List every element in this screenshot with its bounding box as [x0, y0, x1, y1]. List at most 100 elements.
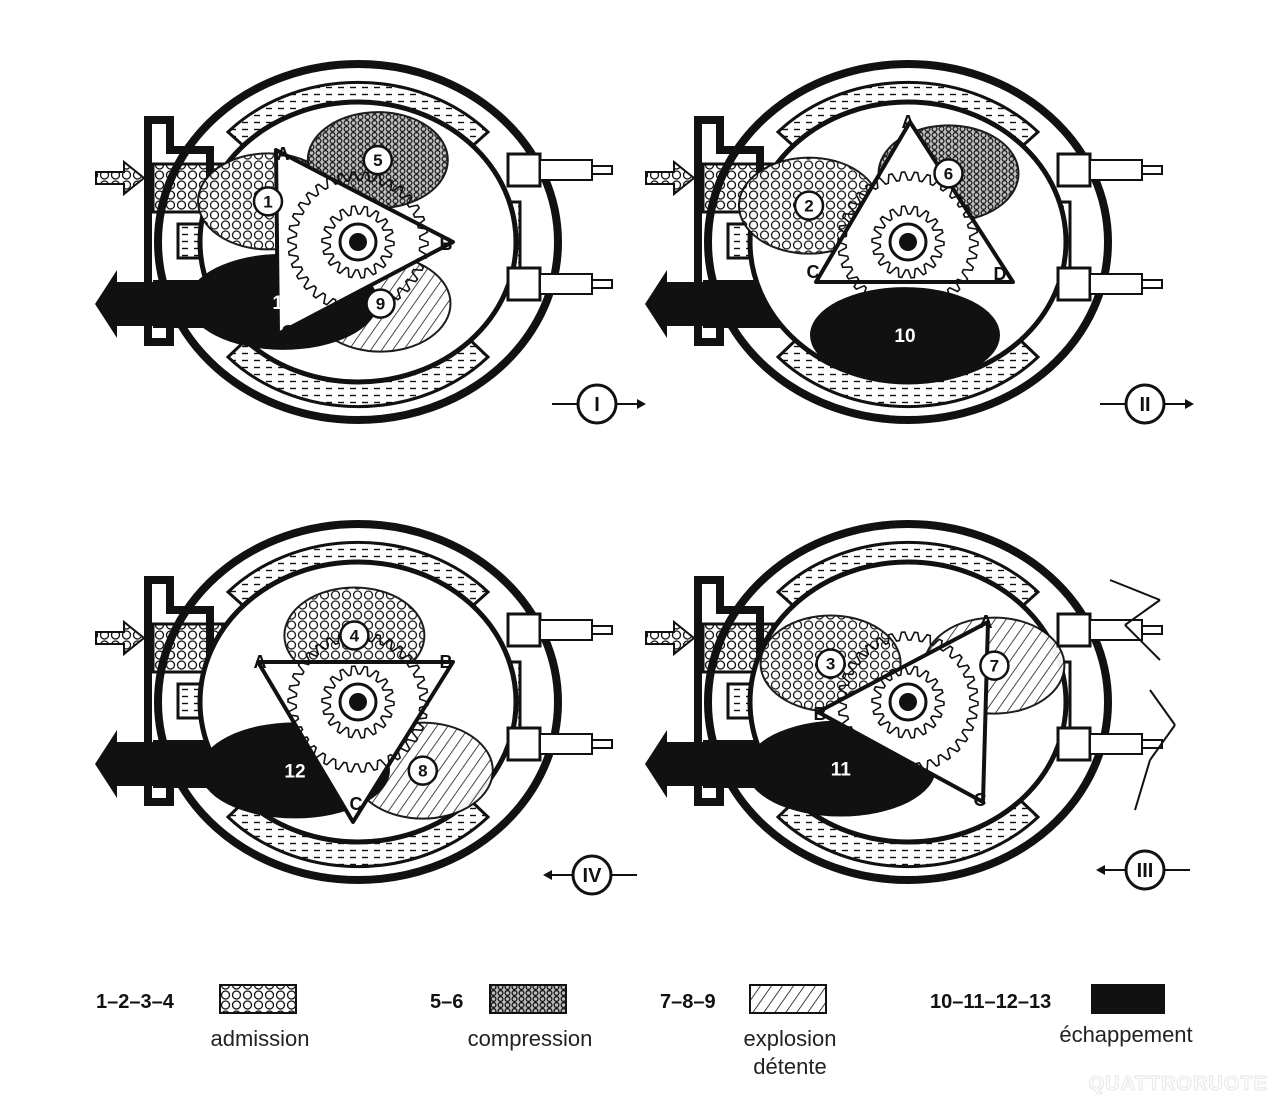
rotor-vertex-label: C [807, 262, 820, 282]
rotor-vertex-label: D [994, 264, 1007, 284]
legend-swatch [219, 984, 297, 1014]
spark-plug [506, 266, 613, 302]
exhaust-chamber [810, 287, 1000, 384]
phase-marker: III [1096, 849, 1190, 891]
spark-plug [506, 152, 613, 188]
legend-swatch [749, 984, 827, 1014]
phase-marker: IV [543, 854, 637, 896]
phase-marker: II [1100, 383, 1194, 425]
chamber-number-label: 4 [350, 627, 360, 646]
chamber-number: 7 [979, 650, 1010, 681]
outer-housing [704, 520, 1112, 884]
ring-gear [287, 631, 429, 773]
exhaust-arrow [645, 270, 703, 338]
legend-label-secondary: détente [753, 1054, 826, 1079]
pinion-gear [321, 665, 395, 739]
legend-numbers: 1–2–3–4 [96, 991, 175, 1013]
chamber-number: 9 [365, 288, 396, 319]
spark-plug [1056, 612, 1163, 648]
legend-label: explosion [744, 1026, 837, 1051]
spark-bolts [1109, 579, 1176, 811]
exhaust-arrow [95, 730, 153, 798]
exhaust-chamber-label: 10 [894, 326, 915, 347]
rotor-vertex-label: B [440, 652, 453, 672]
rotor-vertex-label: C [350, 794, 363, 814]
spark-plug [1056, 266, 1163, 302]
rotor-vertex-label: C [282, 322, 295, 342]
spark-plug [1056, 152, 1163, 188]
legend-numbers: 10–11–12–13 [930, 991, 1051, 1013]
intake-arrow [645, 619, 696, 657]
outer-housing [154, 520, 562, 884]
chamber-number-label: 8 [418, 762, 427, 781]
rotor-vertex-label: C [974, 790, 987, 810]
chamber-number-label: 3 [826, 655, 835, 674]
phase-marker-label: I [594, 394, 600, 416]
phase-marker: I [552, 383, 646, 425]
panel-1: A B C 1 5 9 13I [95, 60, 646, 425]
rotor-vertex-label: B [814, 704, 827, 724]
phase-marker-label: II [1139, 394, 1150, 416]
chamber-number-label: 7 [990, 657, 999, 676]
chamber-number-label: 5 [373, 151, 382, 170]
shaft-center [349, 233, 367, 251]
pinion-gear [871, 205, 945, 279]
legend-item: 10–11–12–13 échappement [930, 984, 1193, 1047]
shaft-center [899, 693, 917, 711]
rotor-vertex-label: B [440, 234, 453, 254]
outer-housing [154, 60, 562, 424]
pinion-gear [871, 665, 945, 739]
legend-label: échappement [1059, 1022, 1192, 1047]
spark-plug [506, 726, 613, 762]
spark-plug [1056, 726, 1163, 762]
ring-gear [837, 631, 979, 773]
spark-plug [506, 612, 613, 648]
exhaust-chamber-label: 13 [272, 293, 293, 314]
intake-arrow [95, 619, 146, 657]
phase-marker-label: III [1137, 860, 1154, 882]
rotor-vertex-label: A [980, 612, 993, 632]
chamber-number: 4 [339, 620, 370, 651]
legend-label: admission [210, 1026, 309, 1051]
ring-gear [837, 171, 979, 313]
phase-marker-label: IV [583, 865, 603, 887]
chamber-number: 2 [793, 190, 825, 221]
exhaust-arrow [95, 270, 153, 338]
pinion-gear [321, 205, 395, 279]
legend-swatch [489, 984, 567, 1014]
rotor-vertex-label: A [277, 144, 290, 164]
exhaust-chamber-label: 11 [831, 760, 852, 781]
rotor-vertex-label: A [254, 652, 267, 672]
exhaust-arrow [645, 730, 703, 798]
rotor-vertex-label: A [902, 112, 915, 132]
chamber-number: 5 [362, 144, 394, 176]
shaft-center [899, 233, 917, 251]
chamber-number-label: 2 [804, 197, 813, 216]
outer-housing [704, 60, 1112, 424]
intake-arrow [95, 159, 146, 197]
chamber-number: 1 [252, 186, 284, 217]
rotor [256, 660, 455, 824]
chamber-number: 8 [407, 755, 439, 786]
legend-item: 1–2–3–4 admission [96, 984, 310, 1051]
legend-item: 7–8–9 explosion détente [660, 984, 837, 1079]
chamber-number: 3 [815, 648, 846, 679]
chamber-number-label: 9 [376, 295, 385, 314]
watermark: QUATTRORUOTE [1089, 1073, 1268, 1095]
legend-swatch [1091, 984, 1165, 1014]
chamber-number-label: 6 [944, 164, 953, 183]
chamber-number-label: 1 [263, 192, 272, 211]
shaft-center [349, 693, 367, 711]
intake-arrow [645, 159, 696, 197]
legend-numbers: 7–8–9 [660, 991, 716, 1013]
legend-numbers: 5–6 [430, 991, 463, 1013]
exhaust-chamber-label: 12 [284, 761, 305, 782]
rotor [814, 120, 1015, 284]
legend-label: compression [468, 1026, 593, 1051]
